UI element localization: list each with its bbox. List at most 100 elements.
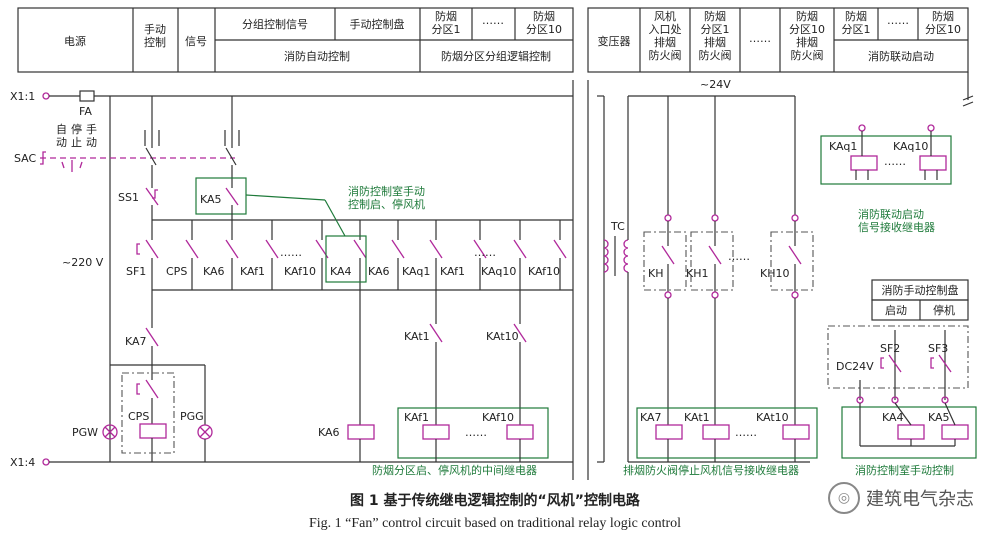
voltage-220-label: ~220 V: [62, 256, 104, 269]
contact-8: [473, 220, 487, 290]
fire-link-relays: [820, 72, 974, 185]
panel-stop: 停机: [933, 303, 955, 317]
header-zone10-b: 防烟分区10: [925, 9, 961, 36]
fuse-fa-label: FA: [79, 105, 92, 118]
kaq10-coil-label: KAq10: [893, 140, 928, 153]
ka5-label: KA5: [200, 193, 222, 206]
fan-control-circuit-diagram: .ln { stroke:#333; stroke-width:1.2; fil…: [10, 7, 977, 480]
sac-manual-label: 手动: [86, 122, 97, 149]
cps-coil-label: CPS: [128, 410, 149, 423]
sf1-label: SF1: [126, 265, 146, 278]
watermark: ◎ 建筑电气杂志: [828, 482, 974, 514]
header-zone1: 防烟分区1: [432, 9, 461, 36]
contact-10: [553, 220, 567, 290]
kat10-label: KAt10: [486, 330, 519, 343]
dots-contacts-1: ……: [280, 246, 302, 259]
kh-label: KH: [648, 267, 664, 280]
header-fan-inlet: 风机入口处排烟防火阀: [649, 9, 682, 62]
kaf1-coil-label: KAf1: [404, 411, 429, 424]
dots-kaq: ……: [884, 155, 906, 168]
header-zone-logic: 防烟分区分组逻辑控制: [441, 49, 551, 63]
header-fire-auto: 消防自动控制: [284, 49, 350, 63]
valve-branches: [636, 96, 818, 462]
kat1-coil-label: KAt1: [684, 411, 710, 424]
rail-x11-label: X1:1: [10, 90, 35, 103]
note-control-room: 消防控制室手动控制启、停风机: [348, 184, 425, 211]
pgg-label: PGG: [180, 410, 204, 423]
ka4-contact-label: KA4: [330, 265, 352, 278]
note-room-manual: 消防控制室手动控制: [855, 463, 954, 477]
lamps: [102, 364, 213, 462]
ka6-coil-label: KA6: [318, 426, 340, 439]
header-table-right: [587, 7, 969, 73]
panel-start: 启动: [885, 304, 907, 317]
contact-9: [513, 220, 527, 290]
contact-row: [152, 220, 573, 291]
header-dots-1: ……: [482, 14, 504, 27]
kat1-label: KAt1: [404, 330, 430, 343]
ka7-label: KA7: [125, 335, 147, 348]
contact-7: [429, 220, 443, 290]
header-group-signal: 分组控制信号: [242, 17, 308, 31]
kaq10-contact-label: KAq10: [481, 265, 516, 278]
kaq1-contact-label: KAq1: [402, 265, 430, 278]
panel-title: 消防手动控制盘: [882, 283, 959, 297]
transformer-tc: [603, 95, 810, 463]
sac-stop-label: 停止: [71, 122, 82, 149]
sf2-label: SF2: [880, 342, 900, 355]
valve-branch-1: [690, 96, 734, 462]
contact-6: [391, 220, 405, 290]
header-manual-panel: 手动控制盘: [350, 17, 405, 31]
dc24v-label: DC24V: [836, 360, 874, 373]
column-main-fan: [121, 96, 175, 462]
valve-branch-2: [770, 96, 814, 462]
ka7-coil-label: KA7: [640, 411, 662, 424]
power-rails: [42, 80, 605, 480]
sac-selector-switch: 自动 停止 手动: [40, 122, 235, 172]
header-table-left: [17, 7, 574, 73]
sac-auto-label: 自动: [56, 123, 67, 149]
header-zone1-b: 防烟分区1: [842, 9, 871, 36]
header-dots-2: ……: [749, 32, 771, 45]
figure-caption-cn: 图 1 基于传统继电逻辑控制的“风机”控制电路: [350, 493, 640, 509]
kh1-label: KH1: [686, 267, 708, 280]
ka6-contact-label-2: KA6: [368, 265, 390, 278]
figure-caption-en: Fig. 1 “Fan” control circuit based on tr…: [308, 516, 682, 531]
contact-1: [185, 220, 199, 290]
header-transformer: 变压器: [598, 34, 631, 48]
dots-contacts-2: ……: [474, 246, 496, 259]
ka5-coil-label: KA5: [928, 411, 950, 424]
dots-valves: ……: [728, 250, 750, 263]
sf3-label: SF3: [928, 342, 948, 355]
column-ka5: [152, 96, 573, 237]
dots-coils-1: ……: [465, 426, 487, 439]
kaf10-contact-label: KAf10: [284, 265, 316, 278]
header-fire-link-start: 消防联动启动: [868, 49, 934, 63]
contact-3: [265, 220, 279, 290]
zone-relay-branches: [347, 290, 549, 462]
note-link-relays: 消防联动启动信号接收继电器: [858, 207, 935, 234]
valve-branch-0: [643, 96, 687, 462]
dots-valve-coils: ……: [735, 426, 757, 439]
header-zone10: 防烟分区10: [526, 9, 562, 36]
kaf1-contact-label-2: KAf1: [440, 265, 465, 278]
wechat-logo-icon: ◎: [828, 482, 860, 514]
cps-contact-label: CPS: [166, 265, 187, 278]
ss1-label: SS1: [118, 191, 139, 204]
kaf10-coil-label: KAf10: [482, 411, 514, 424]
header-signal: 信号: [185, 35, 207, 48]
contact-2: [225, 220, 239, 290]
kh10-label: KH10: [760, 267, 789, 280]
watermark-text: 建筑电气杂志: [866, 489, 974, 510]
header-power: 电源: [64, 34, 86, 48]
note-zone-relays: 防烟分区启、停风机的中间继电器: [372, 463, 537, 477]
tc-label: TC: [610, 220, 625, 233]
ka4-coil-label: KA4: [882, 411, 904, 424]
header-manual-control: 手动控制: [144, 22, 166, 49]
kaf10-contact-label-2: KAf10: [528, 265, 560, 278]
manual-panel: [827, 279, 977, 459]
sac-label: SAC: [14, 152, 37, 165]
pgw-label: PGW: [72, 426, 98, 439]
kaq1-coil-label: KAq1: [829, 140, 857, 153]
